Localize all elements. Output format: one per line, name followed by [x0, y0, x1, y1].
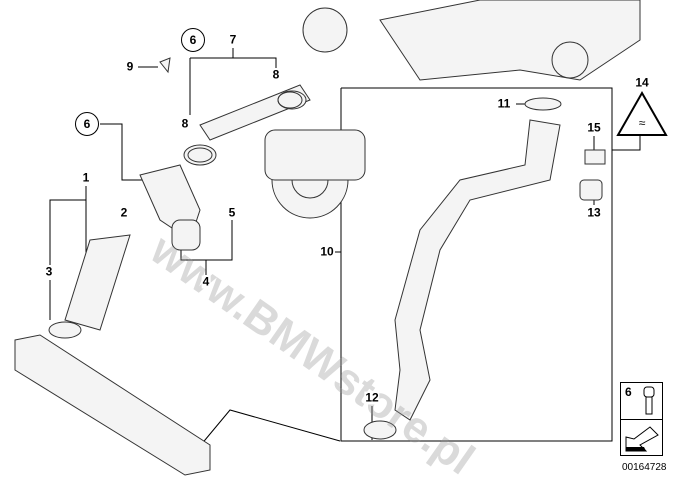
callout-15[interactable]: 15: [586, 120, 602, 135]
callout-10[interactable]: 10: [319, 244, 335, 259]
callout-3[interactable]: 3: [44, 264, 54, 279]
legend-divider: [621, 419, 662, 420]
bolt-icon: [643, 386, 655, 415]
legend-part-number: 6: [625, 385, 632, 399]
diagram-code: 00164728: [622, 462, 667, 473]
legend-box: 6: [620, 382, 663, 456]
callout-14[interactable]: 14: [634, 75, 650, 90]
callout-13[interactable]: 13: [586, 205, 602, 220]
arrow-icon: [625, 426, 659, 452]
callout-8[interactable]: 8: [180, 116, 190, 131]
callout-12[interactable]: 12: [364, 390, 380, 405]
callout-7[interactable]: 7: [228, 32, 238, 47]
callout-11[interactable]: 11: [496, 96, 512, 111]
warning-triangle-icon: [616, 90, 668, 136]
callout-1[interactable]: 1: [81, 170, 91, 185]
callout-6[interactable]: 6: [181, 28, 205, 52]
callout-9[interactable]: 9: [125, 59, 135, 74]
callout-2[interactable]: 2: [119, 205, 129, 220]
svg-text:≈: ≈: [639, 116, 646, 130]
callout-8[interactable]: 8: [271, 67, 281, 82]
callout-4[interactable]: 4: [201, 274, 211, 289]
callout-6[interactable]: 6: [75, 112, 99, 136]
callout-5[interactable]: 5: [227, 205, 237, 220]
